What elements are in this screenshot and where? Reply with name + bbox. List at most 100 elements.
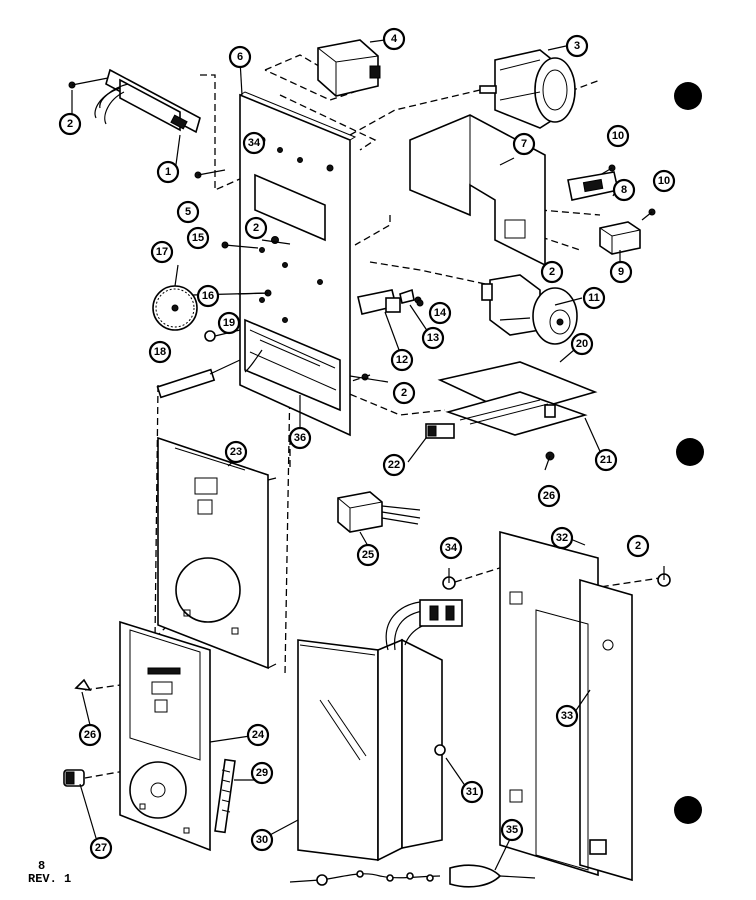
callout-26-label: 26 — [84, 729, 96, 741]
callout-8-label: 8 — [621, 184, 627, 196]
part-4-relay — [317, 39, 381, 97]
callout-35-label: 35 — [506, 824, 518, 836]
callout-13-label: 13 — [427, 332, 439, 344]
callout-26-right: 26 — [537, 484, 561, 508]
part-20-21-22-tray — [425, 361, 598, 439]
callout-7: 7 — [512, 132, 536, 156]
callout-19-label: 19 — [223, 317, 235, 329]
callout-17-label: 17 — [156, 246, 168, 258]
callout-3: 3 — [565, 34, 589, 58]
callout-27: 27 — [89, 836, 113, 860]
callout-1-label: 1 — [165, 166, 171, 178]
callout-14-label: 14 — [434, 307, 447, 319]
callout-21: 21 — [594, 448, 618, 472]
callout-33: 33 — [555, 704, 579, 728]
callout-11-label: 11 — [588, 292, 600, 304]
callout-25-label: 25 — [362, 549, 374, 561]
page-number: 8 — [38, 859, 46, 873]
callout-2-label: 2 — [549, 266, 555, 278]
part-2-screw-right — [657, 566, 671, 587]
callout-3-label: 3 — [574, 40, 580, 52]
callout-15-label: 15 — [192, 232, 204, 244]
callout-10-lower: 10 — [652, 169, 676, 193]
callout-2-top-left: 2 — [58, 112, 82, 136]
callout-29: 29 — [250, 761, 274, 785]
callout-29-label: 29 — [256, 767, 268, 779]
callout-5: 5 — [176, 200, 200, 224]
callout-2-lower: 2 — [392, 381, 416, 405]
callout-13: 13 — [421, 326, 445, 350]
callout-12: 12 — [390, 348, 414, 372]
part-7-motor-bracket — [409, 114, 546, 267]
callout-1: 1 — [156, 160, 180, 184]
callout-31-label: 31 — [466, 786, 478, 798]
registration-dot — [676, 438, 704, 466]
part-1-terminal-bracket — [68, 68, 201, 134]
callout-10-upper: 10 — [606, 124, 630, 148]
callout-2-panel: 2 — [244, 216, 268, 240]
part-11-cam-motor — [481, 274, 578, 345]
callout-22-label: 22 — [388, 459, 400, 471]
part-8-switch — [567, 171, 619, 201]
callout-26-label: 26 — [543, 490, 555, 502]
part-25-connector — [337, 491, 421, 533]
callout-16-label: 16 — [202, 290, 214, 302]
callout-2-label: 2 — [401, 387, 407, 399]
part-17-gear — [152, 285, 198, 331]
callout-34-bottom: 34 — [439, 536, 463, 560]
part-6-mounting-panel — [239, 91, 357, 437]
callout-9-label: 9 — [618, 266, 624, 278]
page-footer: 8 REV. 1 — [28, 860, 71, 886]
callout-10-label: 10 — [612, 130, 624, 142]
part-12-13-14-switch-assembly — [357, 288, 424, 315]
callout-26-left: 26 — [78, 723, 102, 747]
callout-31: 31 — [460, 780, 484, 804]
part-23-inner-panel — [157, 436, 277, 670]
callout-18-label: 18 — [154, 346, 166, 358]
part-33-rear-cover — [535, 578, 633, 882]
callout-32-label: 32 — [556, 532, 568, 544]
callout-2-right: 2 — [626, 534, 650, 558]
callout-20: 20 — [570, 332, 594, 356]
callout-2-label: 2 — [67, 118, 73, 130]
callout-4-label: 4 — [391, 33, 398, 45]
callout-5-label: 5 — [185, 206, 191, 218]
callout-14: 14 — [428, 301, 452, 325]
callout-6-label: 6 — [237, 51, 243, 63]
callout-34-label: 34 — [445, 542, 458, 554]
callout-6: 6 — [228, 45, 252, 69]
callout-35: 35 — [500, 818, 524, 842]
callout-34-top: 34 — [242, 131, 266, 155]
callout-22: 22 — [382, 453, 406, 477]
callout-36-label: 36 — [294, 432, 306, 444]
revision-label: REV. 1 — [28, 872, 72, 886]
callout-2-bracket: 2 — [540, 260, 564, 284]
callout-8: 8 — [612, 178, 636, 202]
callout-2-label: 2 — [635, 540, 641, 552]
callout-36: 36 — [288, 426, 312, 450]
part-34-screw — [442, 568, 456, 590]
callout-27-label: 27 — [95, 842, 107, 854]
callout-19: 19 — [217, 311, 241, 335]
callout-7-label: 7 — [521, 138, 527, 150]
callout-24: 24 — [246, 723, 270, 747]
callout-21-label: 21 — [600, 454, 612, 466]
callout-4: 4 — [382, 27, 406, 51]
callout-9: 9 — [609, 260, 633, 284]
callout-16: 16 — [196, 284, 220, 308]
callout-34-label: 34 — [248, 137, 261, 149]
callout-11: 11 — [582, 286, 606, 310]
part-9-terminal-block — [599, 221, 641, 255]
callout-24-label: 24 — [252, 729, 265, 741]
callout-25: 25 — [356, 543, 380, 567]
registration-dot — [674, 82, 702, 110]
callout-18: 18 — [148, 340, 172, 364]
part-35-power-cord — [289, 864, 536, 888]
part-3-timer-motor — [479, 49, 576, 129]
callout-33-label: 33 — [561, 710, 573, 722]
callout-30: 30 — [250, 828, 274, 852]
callout-2-label: 2 — [253, 222, 259, 234]
callout-10-label: 10 — [658, 175, 670, 187]
part-30-door — [297, 599, 463, 862]
